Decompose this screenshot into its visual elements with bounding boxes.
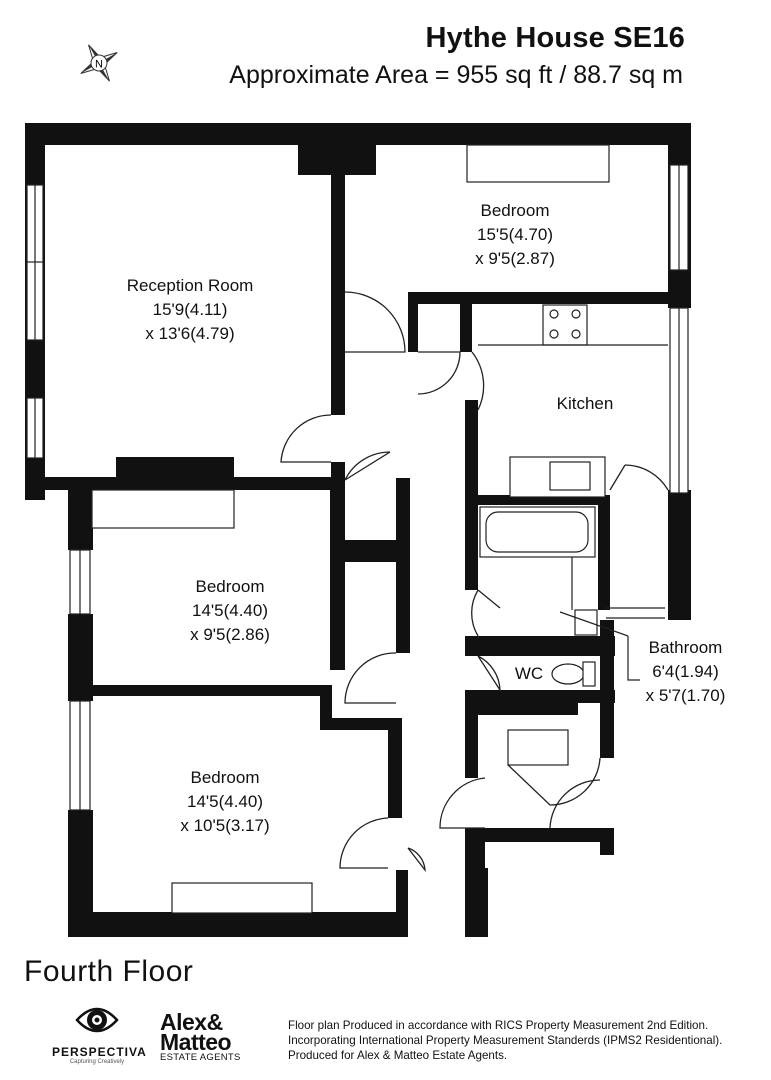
perspectiva-tagline: Capturing Creatively bbox=[69, 1059, 125, 1065]
room-kitchen: Kitchen bbox=[540, 392, 630, 416]
room-dim-1: 6'4(1.94) bbox=[652, 662, 719, 681]
room-dim-1: 15'5(4.70) bbox=[476, 225, 554, 244]
room-dim-2: x 13'6(4.79) bbox=[145, 324, 235, 343]
agent-line-3: ESTATE AGENTS bbox=[160, 1052, 241, 1063]
room-bedroom-mid: Bedroom 14'5(4.40) x 9'5(2.86) bbox=[165, 575, 295, 647]
room-name: Bedroom bbox=[480, 201, 550, 220]
eye-icon bbox=[75, 1007, 119, 1033]
compass-icon: N bbox=[80, 44, 118, 82]
room-name: Kitchen bbox=[556, 394, 614, 413]
room-dim-2: x 10'5(3.17) bbox=[180, 816, 270, 835]
room-dim-2: x 9'5(2.86) bbox=[190, 625, 270, 644]
floor-name: Fourth Floor bbox=[24, 955, 194, 988]
room-wc: WC bbox=[506, 662, 552, 686]
room-dim-1: 14'5(4.40) bbox=[191, 601, 269, 620]
plan-title: Hythe House SE16 bbox=[425, 22, 685, 54]
room-dim-1: 15'9(4.11) bbox=[152, 300, 228, 319]
room-bathroom: Bathroom 6'4(1.94) x 5'7(1.70) bbox=[628, 636, 743, 708]
perspectiva-name: PERSPECTIVA bbox=[52, 1045, 147, 1059]
room-name: Bedroom bbox=[190, 768, 260, 787]
doors bbox=[280, 291, 669, 873]
windows bbox=[26, 164, 689, 811]
room-bedroom-top: Bedroom 15'5(4.70) x 9'5(2.87) bbox=[450, 199, 580, 271]
plan-area: Approximate Area = 955 sq ft / 88.7 sq m bbox=[229, 61, 683, 89]
footnote-line: Incorporating International Property Mea… bbox=[288, 1034, 723, 1047]
room-bedroom-low: Bedroom 14'5(4.40) x 10'5(3.17) bbox=[160, 766, 290, 838]
compass-letter: N bbox=[95, 59, 103, 71]
alex-matteo-logo: Alex& Matteo ESTATE AGENTS bbox=[160, 1009, 241, 1064]
footnote-line: Floor plan Produced in accordance with R… bbox=[288, 1019, 709, 1032]
room-name: WC bbox=[514, 664, 544, 683]
room-dim-2: x 5'7(1.70) bbox=[645, 686, 726, 705]
fixtures bbox=[91, 144, 668, 914]
agent-line-1: Alex& bbox=[160, 1009, 223, 1035]
room-reception: Reception Room 15'9(4.11) x 13'6(4.79) bbox=[110, 274, 270, 346]
bathroom-pointer bbox=[559, 611, 640, 681]
perspectiva-logo: PERSPECTIVA Capturing Creatively bbox=[52, 1002, 147, 1065]
room-name: Bedroom bbox=[195, 577, 265, 596]
room-name: Bathroom bbox=[648, 638, 723, 657]
room-name: Reception Room bbox=[126, 276, 254, 295]
footnote-line: Produced for Alex & Matteo Estate Agents… bbox=[288, 1049, 508, 1062]
agent-line-2: Matteo bbox=[160, 1029, 232, 1055]
room-dim-2: x 9'5(2.87) bbox=[475, 249, 555, 268]
room-dim-1: 14'5(4.40) bbox=[186, 792, 264, 811]
footnote: Floor plan Produced in accordance with R… bbox=[288, 1018, 722, 1063]
